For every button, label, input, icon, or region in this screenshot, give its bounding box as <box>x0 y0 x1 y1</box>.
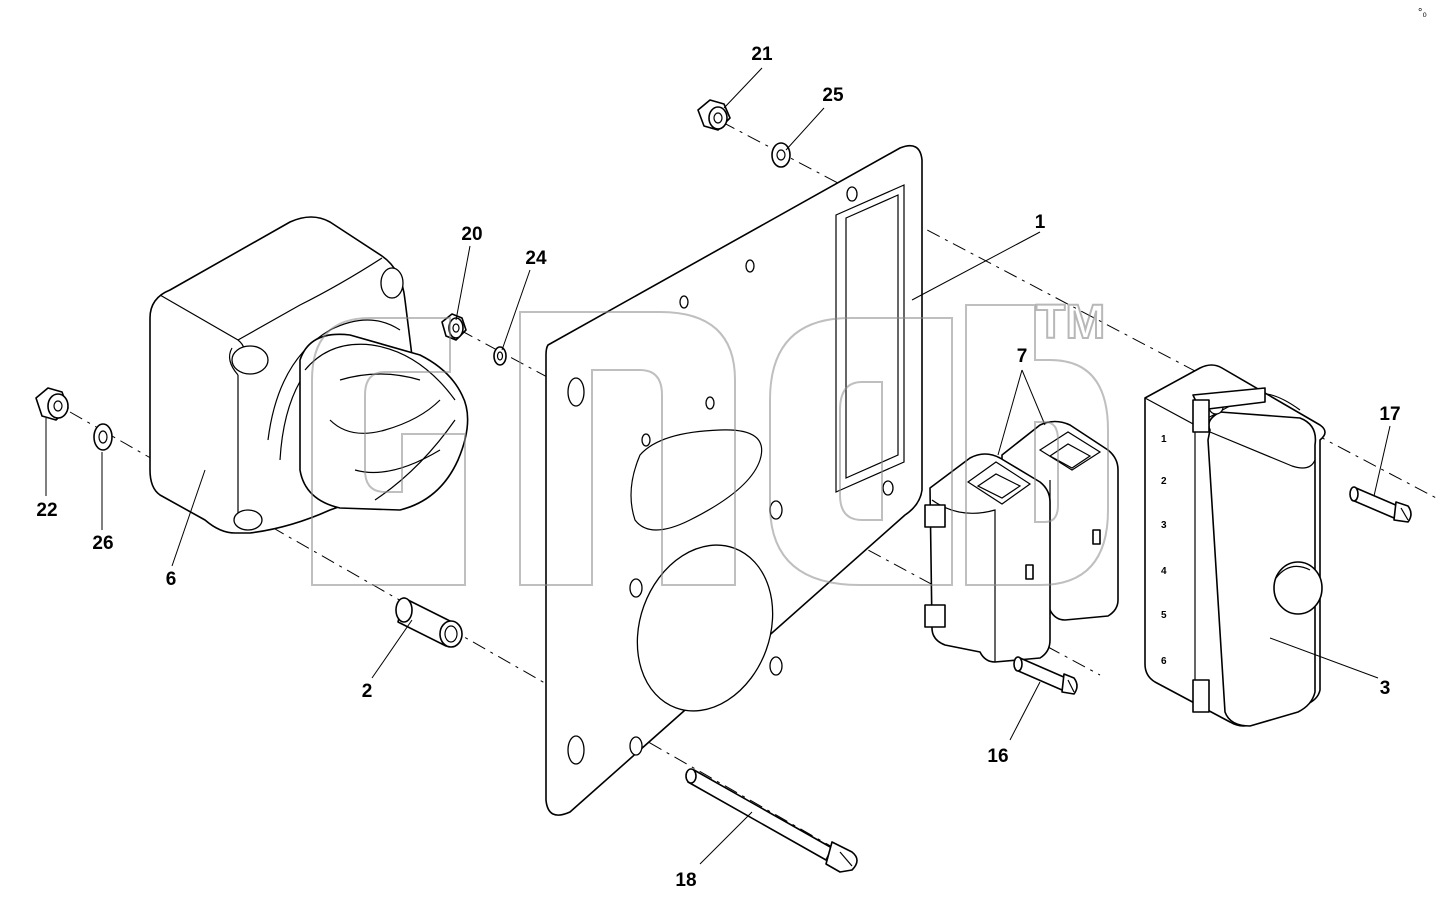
callout-label: 25 <box>822 85 844 106</box>
washer-part-25 <box>771 142 791 168</box>
callout-label: 6 <box>166 569 177 590</box>
nut-part-22 <box>35 387 69 421</box>
switch-housing-part-6 <box>149 216 469 534</box>
callout-label: 24 <box>525 248 547 269</box>
callout-label: 26 <box>92 533 113 554</box>
callout-numbers: 1 2 3 6 7 16 17 18 20 21 22 24 25 26 <box>36 44 1400 891</box>
spacer-sleeve-part-2 <box>395 597 463 648</box>
callout-label: 7 <box>1017 346 1028 367</box>
corner-reference-mark: °₀ <box>1418 7 1427 19</box>
callout-label: 17 <box>1379 404 1400 425</box>
callout-label: 1 <box>1035 212 1046 233</box>
contact-blocks-part-7 <box>924 420 1119 663</box>
callout-label: 3 <box>1380 678 1391 699</box>
washer-part-24 <box>493 346 507 366</box>
switch-block-terminal-numbers: 1 2 3 4 5 6 <box>1161 434 1167 667</box>
callout-label: 2 <box>362 681 373 702</box>
washer-part-26 <box>93 423 113 451</box>
terminal-number: 3 <box>1161 520 1167 531</box>
terminal-number: 1 <box>1161 434 1167 445</box>
short-screw-part-17 <box>1349 486 1412 523</box>
terminal-number: 4 <box>1161 566 1167 577</box>
short-screw-part-16 <box>1013 656 1078 695</box>
callout-label: 21 <box>751 44 773 65</box>
nut-part-21 <box>697 99 731 131</box>
long-screw-part-18 <box>685 768 858 873</box>
terminal-number: 2 <box>1161 476 1167 487</box>
watermark-tm: TM <box>1036 296 1105 349</box>
terminal-number: 5 <box>1161 610 1167 621</box>
watermark-logo: TM <box>311 295 1109 586</box>
callout-label: 18 <box>675 870 696 891</box>
callout-label: 22 <box>36 500 57 521</box>
switch-block-part-3: 1 2 3 4 5 6 <box>1144 364 1326 727</box>
leader-lines <box>45 67 1391 865</box>
callout-label: 16 <box>987 746 1008 767</box>
callout-label: 20 <box>461 224 482 245</box>
terminal-number: 6 <box>1161 656 1167 667</box>
nut-part-20 <box>441 313 467 341</box>
